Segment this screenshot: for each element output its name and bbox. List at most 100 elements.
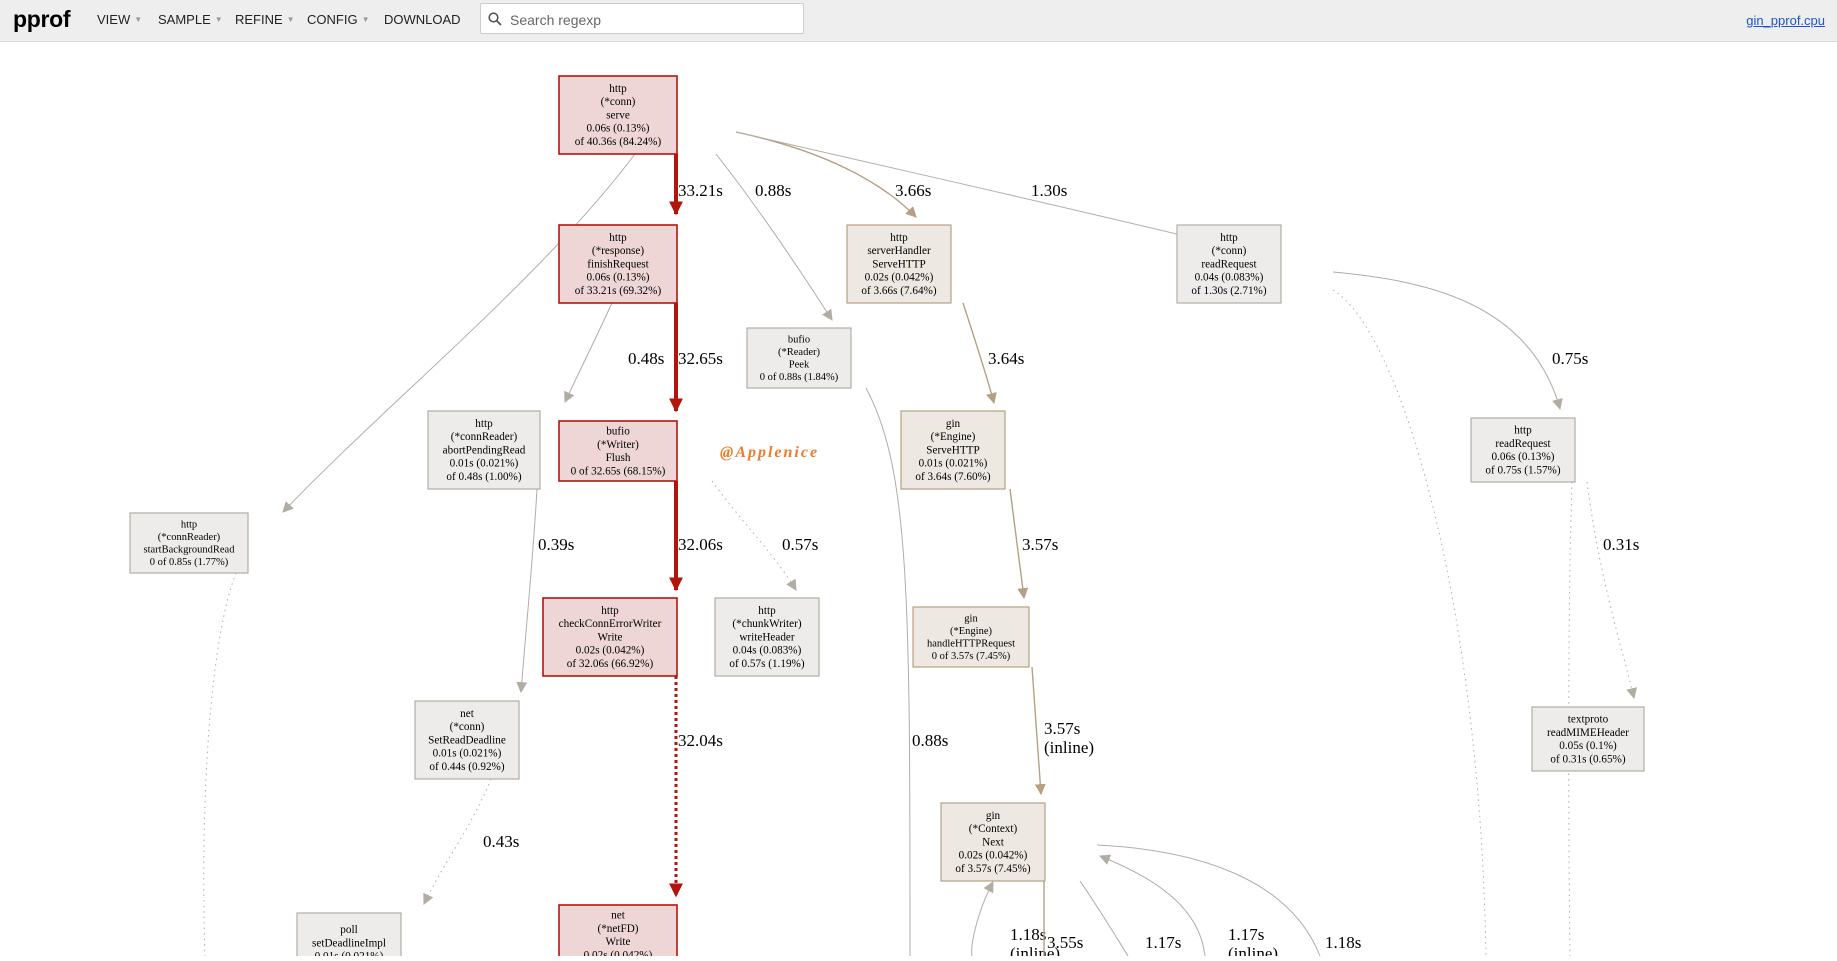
node-box[interactable]	[900, 410, 1006, 490]
node-label-line: gin	[964, 613, 978, 624]
menu-refine[interactable]: REFINE▼	[235, 12, 295, 27]
node-box[interactable]	[558, 75, 678, 155]
edge-line[interactable]	[715, 153, 833, 321]
top-toolbar: pprof VIEW▼ SAMPLE▼ REFINE▼ CONFIG▼ DOWN…	[0, 0, 1837, 42]
node-box[interactable]	[414, 700, 520, 780]
call-edge-e4[interactable]: 1.30s	[735, 131, 1228, 249]
call-edge-e21[interactable]: 1.17s	[1079, 880, 1181, 957]
menu-config[interactable]: CONFIG▼	[307, 12, 369, 27]
call-edge-e1[interactable]: 33.21s	[669, 154, 723, 216]
node-box[interactable]	[542, 597, 678, 677]
call-edge-e25[interactable]	[203, 572, 237, 957]
call-edge-e9[interactable]: 0.75s	[1332, 271, 1588, 411]
call-edge-e12[interactable]: 0.57s	[711, 480, 818, 591]
call-edge-e16[interactable]: 0.88s	[865, 387, 948, 957]
call-graph-svg[interactable]: 33.21s0.88s3.66s1.30s0.85s0.48s32.65s3.6…	[0, 42, 1837, 961]
call-edge-e18[interactable]: 0.43s	[423, 778, 519, 905]
node-box[interactable]	[1470, 417, 1576, 483]
call-node-setDeadlineImpl[interactable]: pollsetDeadlineImpl0.01s (0.021%)	[296, 912, 402, 961]
node-box[interactable]	[296, 912, 402, 961]
edge-line[interactable]	[1586, 481, 1638, 700]
node-box[interactable]	[558, 224, 678, 304]
call-edge-e23[interactable]: 1.18s	[1096, 844, 1361, 957]
search-input[interactable]	[508, 9, 797, 30]
call-edge-e15[interactable]: 32.04s	[669, 676, 723, 898]
node-label-line: http	[1514, 424, 1532, 436]
edge-line[interactable]	[971, 881, 994, 957]
search-box[interactable]	[480, 3, 804, 34]
call-edge-e6[interactable]: 0.48s	[564, 302, 664, 403]
call-edge-e3[interactable]: 3.66s	[735, 131, 931, 218]
edge-line[interactable]	[1098, 854, 1206, 957]
call-edge-e22[interactable]: 1.17s(inline)	[1098, 854, 1278, 961]
call-edge-e20[interactable]: 3.55s	[1043, 881, 1083, 956]
node-box[interactable]	[1176, 224, 1282, 304]
node-box[interactable]	[1531, 706, 1645, 772]
edge-line[interactable]	[203, 572, 237, 957]
edge-line[interactable]	[1332, 289, 1487, 957]
edge-line[interactable]	[1079, 880, 1129, 957]
node-box[interactable]	[558, 420, 678, 482]
menu-view[interactable]: VIEW▼	[97, 12, 142, 27]
edge-line[interactable]	[1009, 488, 1029, 600]
edge-label: 3.57s	[1022, 535, 1058, 554]
call-edge-e8[interactable]: 3.64s	[962, 302, 1024, 405]
menu-download[interactable]: DOWNLOAD	[384, 12, 461, 27]
call-edge-e13[interactable]: 3.57s	[1009, 488, 1058, 600]
edge-line[interactable]	[1332, 271, 1563, 411]
edge-line[interactable]	[423, 778, 492, 905]
node-box[interactable]	[846, 224, 952, 304]
node-box[interactable]	[427, 410, 541, 490]
profile-title-link[interactable]: gin_pprof.cpu	[1746, 13, 1825, 28]
call-edge-e7[interactable]: 32.65s	[669, 303, 723, 413]
node-box[interactable]	[912, 606, 1030, 668]
edge-line[interactable]	[962, 302, 997, 405]
node-box[interactable]	[558, 904, 678, 961]
menu-sample[interactable]: SAMPLE▼	[158, 12, 223, 27]
node-box[interactable]	[129, 512, 249, 574]
call-edge-e10[interactable]: 0.39s	[516, 488, 574, 694]
call-edge-e26[interactable]	[1568, 481, 1573, 957]
edge-line[interactable]	[865, 387, 911, 957]
node-label-line: 0.01s (0.021%)	[433, 748, 502, 760]
call-edge-e11[interactable]: 32.06s	[669, 481, 723, 592]
pprof-logo[interactable]: pprof	[13, 6, 71, 32]
edge-line[interactable]	[735, 131, 1228, 249]
edge-line[interactable]	[282, 153, 636, 513]
edge-line[interactable]	[711, 480, 797, 591]
node-label-line: abortPendingRead	[443, 444, 526, 456]
edge-line[interactable]	[516, 488, 538, 694]
edge-line[interactable]	[1096, 844, 1321, 957]
node-box[interactable]	[940, 802, 1046, 882]
edge-line[interactable]	[1568, 481, 1573, 957]
node-box[interactable]	[746, 327, 852, 389]
node-label-line: 0.04s (0.083%)	[1195, 272, 1264, 284]
node-box[interactable]	[714, 597, 820, 677]
call-graph-canvas[interactable]: 33.21s0.88s3.66s1.30s0.85s0.48s32.65s3.6…	[0, 42, 1837, 961]
call-edge-e2[interactable]: 0.88s	[715, 153, 833, 321]
edge-line[interactable]	[1031, 666, 1046, 796]
call-edge-e17[interactable]: 3.57s(inline)	[1031, 666, 1094, 796]
call-edge-e14[interactable]: 0.31s	[1586, 481, 1639, 700]
edge-line[interactable]	[564, 302, 613, 403]
chevron-down-icon: ▼	[286, 15, 295, 24]
call-edge-e24[interactable]	[1332, 289, 1487, 957]
edge-line[interactable]	[735, 131, 917, 218]
